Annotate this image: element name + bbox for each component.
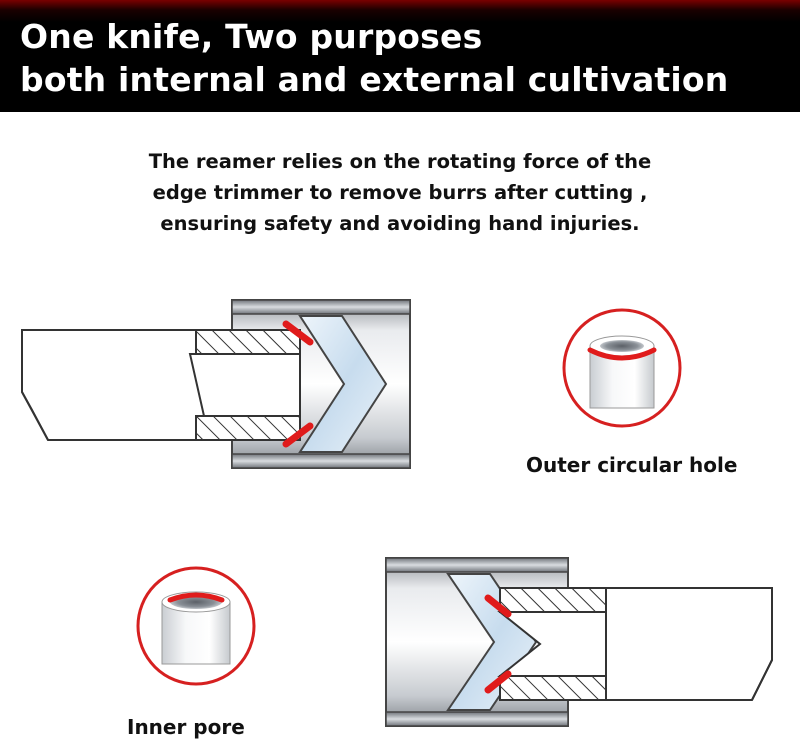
outer-hole-icon (562, 308, 682, 428)
headline-line-1: One knife, Two purposes (20, 17, 483, 56)
reamer-diagram-bottom (385, 557, 773, 727)
inner-pore-caption: Inner pore (127, 715, 245, 739)
description-line-2: edge trimmer to remove burrs after cutti… (152, 181, 648, 204)
inner-pore-icon (136, 566, 256, 686)
description-line-1: The reamer relies on the rotating force … (148, 150, 652, 173)
header-banner: One knife, Two purposes both internal an… (0, 0, 800, 112)
reamer-diagram-top (21, 299, 411, 469)
headline-line-2: both internal and external cultivation (20, 60, 729, 99)
description-line-3: ensuring safety and avoiding hand injuri… (160, 212, 640, 235)
outer-hole-caption: Outer circular hole (526, 453, 738, 477)
